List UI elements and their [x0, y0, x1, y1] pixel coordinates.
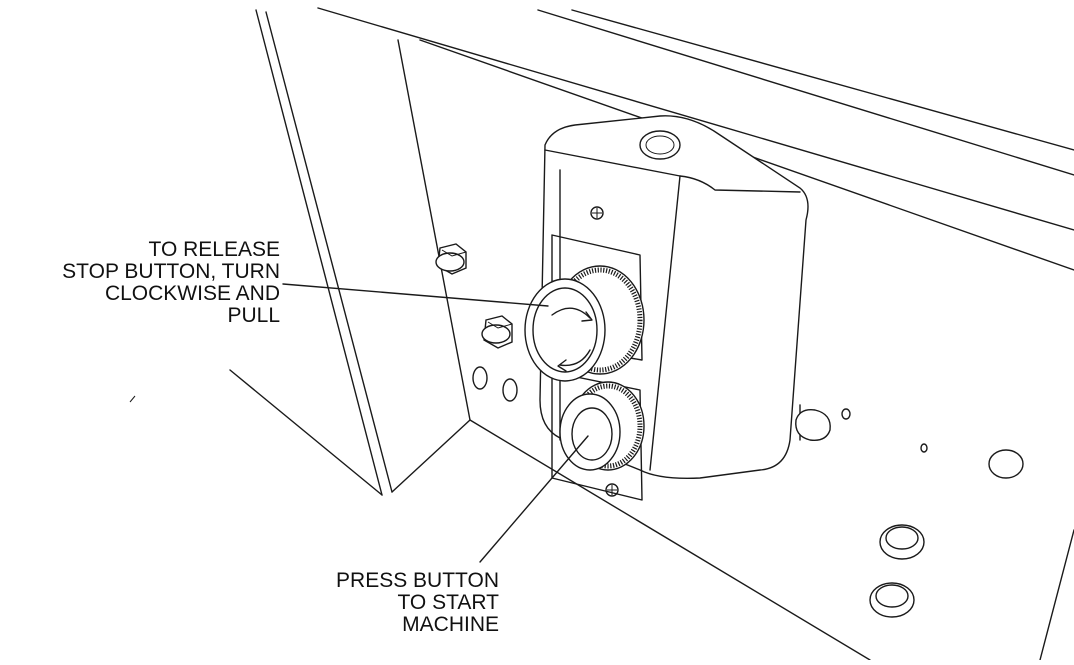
base-plate-holes — [795, 408, 1024, 618]
panel-hole — [472, 366, 488, 390]
start-button — [559, 381, 645, 471]
start-callout: PRESS BUTTON TO START MACHINE — [336, 570, 499, 636]
callout-line: PULL — [227, 304, 280, 327]
callout-line: STOP BUTTON, TURN — [62, 260, 280, 283]
stop-button — [524, 265, 645, 382]
clockwise-arrow-icon — [551, 307, 591, 319]
callout-line: TO RELEASE — [148, 238, 281, 261]
tick-mark — [129, 395, 136, 403]
stop-release-callout: TO RELEASE STOP BUTTON, TURN CLOCKWISE A… — [62, 239, 280, 327]
top-conduit-hole — [639, 130, 681, 160]
callout-line: CLOCKWISE AND — [104, 282, 280, 305]
left-panel — [229, 9, 471, 496]
stop-callout-leader — [282, 283, 549, 307]
callout-line: MACHINE — [402, 613, 499, 636]
panel-hole — [502, 378, 518, 402]
panel-bolt-upper — [435, 243, 467, 275]
start-callout-leader — [479, 435, 589, 563]
panel-bolt-lower — [481, 315, 513, 349]
callout-line: PRESS BUTTON — [336, 569, 499, 592]
callout-line: TO START — [397, 591, 499, 614]
clockwise-arrow-icon — [559, 349, 591, 367]
